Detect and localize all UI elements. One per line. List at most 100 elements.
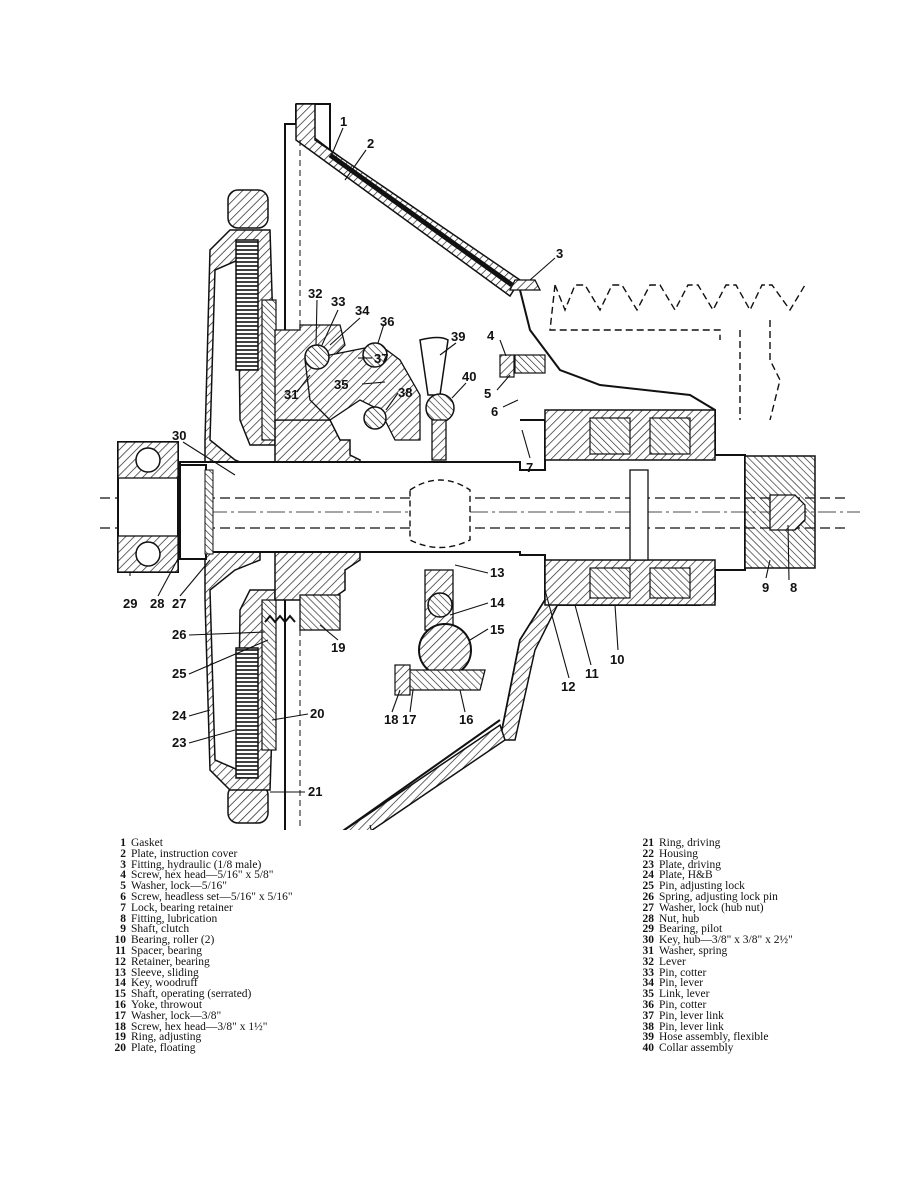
legend-number: 29 <box>642 923 655 936</box>
floating-plate-lower <box>261 599 277 751</box>
callout-27: 27 <box>172 596 186 611</box>
legend-description: Link, lever <box>659 988 710 1001</box>
legend-description: Nut, hub <box>659 912 700 925</box>
legend-number: 39 <box>642 1031 655 1044</box>
legend-item: 32 Lever <box>640 955 900 968</box>
lever-link <box>304 344 421 441</box>
clutch-cross-section-diagram: 1 2 3 4 5 6 7 8 9 10 11 12 13 14 15 16 1… <box>100 103 860 830</box>
legend-description: Shaft, clutch <box>131 923 190 936</box>
callout-19: 19 <box>331 640 345 655</box>
legend-description: Housing <box>659 847 698 860</box>
callout-18: 18 <box>384 712 398 727</box>
legend-number: 10 <box>114 934 127 947</box>
legend-description: Pin, lever <box>659 977 704 990</box>
legend-number: 16 <box>114 998 127 1011</box>
hydraulic-fitting <box>508 279 542 291</box>
legend-description: Key, hub—3/8" x 3/8" x 2½" <box>659 934 793 947</box>
legend-description: Yoke, throwout <box>131 998 203 1011</box>
legend-number: 23 <box>642 858 655 871</box>
legend-number: 9 <box>120 923 126 936</box>
legend-description: Pin, lever link <box>659 1009 724 1022</box>
legend-number: 37 <box>642 1009 655 1022</box>
callout-6: 6 <box>491 404 498 419</box>
instruction-cover-plate <box>328 152 514 288</box>
legend-description: Pin, cotter <box>659 966 707 979</box>
housing-flange <box>343 723 506 830</box>
legend-number: 30 <box>642 934 655 947</box>
legend-description: Plate, floating <box>131 1042 196 1055</box>
hub-nut-lock-washer <box>204 469 214 555</box>
legend-number: 14 <box>114 977 127 990</box>
legend-number: 11 <box>115 944 126 957</box>
callout-3: 3 <box>556 246 563 261</box>
legend-number: 4 <box>120 869 126 882</box>
driving-plate-stack-upper <box>235 239 259 371</box>
callout-17: 17 <box>402 712 416 727</box>
legend-description: Spacer, bearing <box>131 944 203 957</box>
floating-plate-upper <box>261 299 277 441</box>
callout-5: 5 <box>484 386 491 401</box>
legend-number: 2 <box>120 847 126 860</box>
legend-item: 22 Housing <box>640 847 900 860</box>
legend-item: 40 Collar assembly <box>640 1042 900 1055</box>
legend-description: Gasket <box>131 837 163 849</box>
callout-38: 38 <box>398 385 412 400</box>
roller-bearings <box>544 409 716 606</box>
callout-labels: 1 2 3 4 5 6 7 8 9 10 11 12 13 14 15 16 1… <box>123 114 797 799</box>
lever-link-pin-lower <box>363 406 387 430</box>
legend-number: 1 <box>120 837 126 849</box>
legend-item: 30 Key, hub—3/8" x 3/8" x 2½" <box>640 935 900 946</box>
legend-description: Collar assembly <box>659 1042 734 1055</box>
callout-37: 37 <box>374 351 388 366</box>
pilot-bearing <box>117 441 179 573</box>
legend-number: 18 <box>114 1020 127 1033</box>
callout-24: 24 <box>172 708 187 723</box>
legend-number: 25 <box>642 880 655 893</box>
legend-number: 32 <box>642 955 655 968</box>
legend-number: 13 <box>114 966 127 979</box>
callout-40: 40 <box>462 369 476 384</box>
legend-number: 33 <box>642 966 655 979</box>
legend-number: 40 <box>642 1042 655 1055</box>
legend-number: 31 <box>642 944 655 957</box>
callout-14: 14 <box>490 595 505 610</box>
adjusting-ring <box>299 594 341 631</box>
legend-description: Pin, lever link <box>659 1020 724 1033</box>
callout-21: 21 <box>308 784 322 799</box>
legend-description: Shaft, operating (serrated) <box>131 988 252 1001</box>
adjusting-lock-spring <box>264 614 296 624</box>
callout-4: 4 <box>487 328 495 343</box>
legend-description: Sleeve, sliding <box>131 966 199 979</box>
legend-description: Bearing, roller (2) <box>131 934 215 947</box>
legend-description: Ring, driving <box>659 837 721 849</box>
callout-30: 30 <box>172 428 186 443</box>
legend-description: Fitting, hydraulic (1/8 male) <box>131 858 262 871</box>
legend-number: 22 <box>642 847 655 860</box>
lever-pin <box>304 344 330 370</box>
callout-26: 26 <box>172 627 186 642</box>
legend-description: Lever <box>659 955 686 968</box>
hub-nut <box>179 464 207 560</box>
legend-number: 27 <box>642 901 655 914</box>
legend-number: 5 <box>120 880 126 893</box>
legend-description: Retainer, bearing <box>131 955 210 968</box>
callout-35: 35 <box>334 377 348 392</box>
callout-33: 33 <box>331 294 345 309</box>
legend-description: Spring, adjusting lock pin <box>659 890 778 903</box>
